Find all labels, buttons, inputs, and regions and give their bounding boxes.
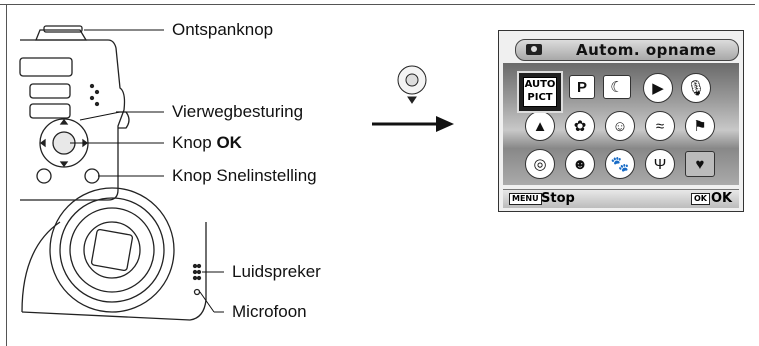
camera-icon — [526, 44, 542, 55]
label-microphone: Microfoon — [232, 302, 307, 321]
four-way-controller-icon — [397, 65, 427, 104]
screen-title: Autom. opname — [576, 41, 717, 59]
ok-label: OK — [711, 191, 733, 206]
food-icon[interactable]: Ψ — [645, 149, 675, 179]
camera-front-view — [21, 187, 207, 321]
screen-bottom-bar: MENU Stop OK OK — [503, 189, 739, 208]
frame-left-border — [6, 4, 7, 346]
label-speaker: Luidspreker — [232, 262, 321, 281]
label-ok-button: Knop OK — [172, 133, 242, 152]
movie-icon[interactable]: ▶ — [643, 73, 673, 103]
surf-snow-icon[interactable]: ≈ — [645, 111, 675, 141]
portrait-icon[interactable]: ☺ — [605, 111, 635, 141]
scene-mode-grid: P ☾ ▶ 🎙 ▲ ✿ ☺ ≈ ⚑ ◎ ☻ 🐾 Ψ ♥ — [503, 63, 739, 185]
camera-lcd-screen: Autom. opname P ☾ ▶ 🎙 ▲ ✿ ☺ ≈ ⚑ ◎ ☻ 🐾 Ψ … — [498, 30, 744, 212]
auto-line1: AUTO — [524, 79, 556, 90]
night-scene-icon[interactable]: ☾ — [603, 75, 631, 99]
frame-top-border — [0, 4, 755, 5]
pet-icon[interactable]: 🐾 — [605, 149, 635, 179]
auto-line2: PICT — [527, 92, 553, 103]
menu-key-icon: MENU — [509, 193, 542, 205]
auto-picture-selected[interactable]: AUTO PICT — [517, 71, 563, 113]
label-shutter-release: Ontspanknop — [172, 20, 274, 39]
kids-icon[interactable]: ☻ — [565, 149, 595, 179]
label-quick-button: Knop Snelinstelling — [172, 166, 317, 185]
digital-sr-icon[interactable]: ◎ — [525, 149, 555, 179]
program-icon[interactable]: P — [569, 75, 595, 99]
sport-icon[interactable]: ⚑ — [685, 111, 715, 141]
leader-lines — [70, 29, 224, 313]
screen-title-bar: Autom. opname — [515, 39, 739, 61]
auto-picture-icon: AUTO PICT — [523, 77, 557, 107]
label-four-way-controller: Vierwegbesturing — [172, 102, 304, 121]
transition-arrow — [372, 116, 454, 132]
flower-icon[interactable]: ✿ — [565, 111, 595, 141]
landscape-icon[interactable]: ▲ — [525, 111, 555, 141]
frame-composite-icon[interactable]: ♥ — [685, 151, 715, 177]
voice-recording-icon[interactable]: 🎙 — [681, 73, 711, 103]
stop-label: Stop — [541, 191, 575, 206]
ok-key-icon: OK — [691, 193, 710, 205]
